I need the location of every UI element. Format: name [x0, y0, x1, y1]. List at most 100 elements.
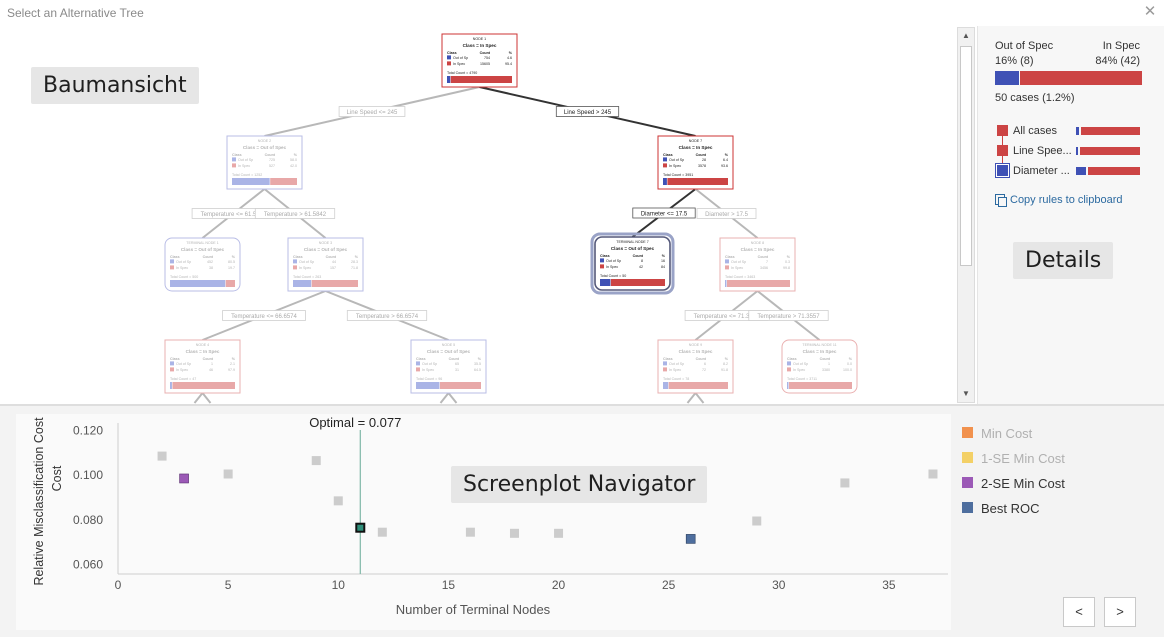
data-point[interactable] — [509, 528, 519, 538]
data-point[interactable] — [554, 528, 564, 538]
class-count: 1 — [211, 362, 213, 366]
node-col-pct: % — [725, 357, 729, 361]
data-point[interactable] — [157, 451, 167, 461]
data-point[interactable] — [223, 469, 233, 479]
class-name: In Spec — [453, 62, 465, 66]
x-tick-label: 15 — [442, 578, 456, 592]
class-pct: 8.2 — [723, 362, 728, 366]
next-tree-button[interactable]: > — [1104, 597, 1136, 627]
tree-diagram[interactable]: Line Speed <= 245 Line Speed > 245Tempera… — [0, 26, 956, 404]
class-swatch — [170, 259, 174, 264]
split-label: Temperature > 66.6574 — [346, 310, 428, 321]
node-col-pct: % — [478, 357, 482, 361]
class-swatch — [232, 163, 236, 168]
data-point[interactable] — [311, 456, 321, 466]
data-point[interactable] — [333, 496, 343, 506]
class-name: Out of Sp — [453, 56, 468, 60]
scrollbar-thumb[interactable] — [960, 46, 972, 266]
node-col-pct: % — [849, 357, 853, 361]
class-count: 3380 — [822, 368, 830, 372]
node-col-pct: % — [294, 153, 298, 157]
path-row[interactable]: Diameter ... — [995, 164, 1145, 178]
class-count: 31 — [455, 368, 459, 372]
scroll-up-icon[interactable]: ▲ — [962, 31, 970, 40]
class-swatch — [725, 259, 729, 264]
y-tick-label: 0.080 — [73, 513, 103, 527]
split-label-text: Temperature > 66.6574 — [356, 314, 419, 320]
node-col-class: Class — [787, 357, 797, 361]
data-point[interactable] — [752, 516, 762, 526]
class-swatch — [663, 367, 667, 372]
two-se-point[interactable] — [179, 473, 189, 484]
node-col-pct: % — [787, 255, 791, 259]
path-row-label: All cases — [1013, 125, 1058, 137]
class-count: 42 — [639, 265, 643, 269]
class-count: 15605 — [480, 62, 490, 66]
x-tick-label: 20 — [552, 578, 566, 592]
path-row[interactable]: Line Spee... — [995, 144, 1145, 158]
tree-edge — [193, 392, 204, 404]
class-pct: 99.8 — [783, 266, 790, 270]
x-tick-label: 10 — [332, 578, 346, 592]
previous-tree-button[interactable]: < — [1063, 597, 1095, 627]
split-label-box — [748, 310, 829, 321]
split-label-box — [338, 106, 406, 117]
optimal-point[interactable] — [355, 522, 366, 533]
scroll-down-icon[interactable]: ▼ — [962, 389, 970, 398]
split-label-box — [254, 208, 336, 219]
copy-rules-link[interactable]: Copy rules to clipboard — [995, 194, 1123, 207]
best-roc-point[interactable] — [685, 534, 696, 544]
node-title: NODE 1 — [473, 37, 486, 41]
data-point[interactable] — [840, 478, 850, 488]
data-point[interactable] — [377, 527, 387, 537]
node-col-count: Count — [820, 357, 831, 361]
class-name: In Spec — [731, 266, 743, 270]
x-tick-label: 35 — [882, 578, 896, 592]
pane-divider[interactable] — [0, 404, 1164, 406]
node-col-count: Count — [265, 153, 276, 157]
tree-vertical-scrollbar[interactable]: ▲ ▼ — [957, 27, 975, 403]
path-row[interactable]: All cases — [995, 124, 1145, 138]
data-point[interactable] — [928, 469, 938, 479]
class-pct: 35.5 — [474, 362, 481, 366]
split-label-text: Line Speed <= 245 — [347, 110, 398, 116]
node-col-class: Class — [663, 357, 673, 361]
class-pct: 58.0 — [290, 158, 297, 162]
data-point[interactable] — [465, 527, 475, 537]
node-col-class: Class — [293, 255, 303, 259]
class-pct: 91.8 — [721, 368, 728, 372]
node-total: Total Count = 4790 — [447, 71, 477, 75]
y-tick-label: 0.060 — [73, 558, 103, 572]
node-col-count: Count — [696, 357, 707, 361]
class-pct: 19.7 — [228, 266, 235, 270]
class-pct: 4.6 — [507, 56, 512, 60]
node-bar-in — [610, 279, 665, 286]
path-row-bar — [1076, 147, 1140, 155]
class-pct: 100.0 — [843, 368, 852, 372]
class-swatch — [416, 367, 420, 372]
node-class: Class = In Spec — [463, 43, 497, 48]
class-swatch — [447, 61, 451, 66]
node-class: Class = In Spec — [679, 145, 713, 150]
split-label-text: Line Speed > 245 — [564, 110, 612, 116]
case-count: 50 cases (1.2%) — [995, 92, 1075, 104]
class-name: Out of Sp — [176, 260, 191, 264]
close-icon[interactable]: ✕ — [1143, 3, 1157, 20]
node-bar-out — [293, 280, 312, 287]
class-pct: 0.3 — [785, 260, 790, 264]
node-col-count: Count — [696, 153, 707, 157]
split-label-text: Diameter > 17.5 — [705, 212, 749, 218]
